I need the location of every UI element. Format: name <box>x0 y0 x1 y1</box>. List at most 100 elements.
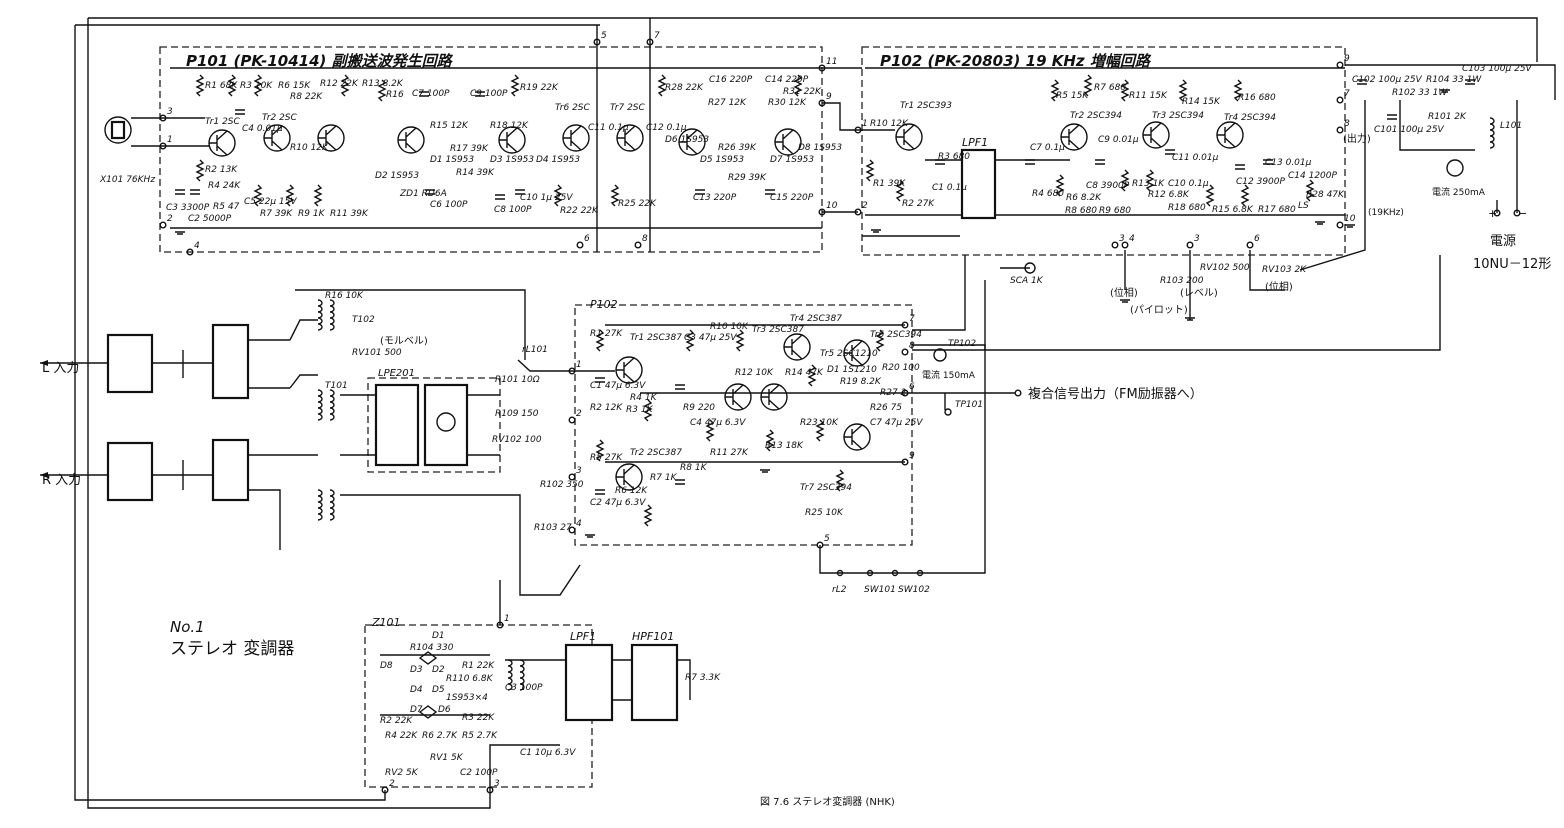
ground-symbol <box>1345 224 1355 228</box>
terminal-number: 1 <box>167 135 173 145</box>
component-label: C13 220P <box>693 193 737 203</box>
transistor-leads <box>209 130 228 156</box>
component-label: C10 0.1μ <box>1168 179 1209 189</box>
component-label: R18 680 <box>1168 203 1206 213</box>
component-label: R9 220 <box>683 403 715 413</box>
ground-symbol <box>1440 89 1450 93</box>
coil-symbol <box>317 489 323 521</box>
transistor-symbol <box>783 333 811 361</box>
power-plus: + <box>1488 207 1497 220</box>
component-label: R5 2.7K <box>462 731 498 741</box>
terminal-number: 3 <box>1119 234 1125 244</box>
terminal-number: 2 <box>576 409 582 419</box>
resistor-symbol <box>195 159 205 182</box>
transistor-leads <box>1061 124 1080 150</box>
p102-amp-box <box>861 46 1346 256</box>
terminal <box>568 526 576 534</box>
component-label: C7 100P <box>412 89 450 99</box>
component-label: C13 0.01μ <box>1265 158 1312 168</box>
r-input-label: R 入力 <box>42 473 81 488</box>
phase-label-1: (位相) <box>1110 286 1138 299</box>
component-label: C16 220P <box>709 75 753 85</box>
component-label: LS <box>1298 201 1309 211</box>
l-input-block <box>106 333 154 394</box>
component-label: R8 680 <box>1065 206 1097 216</box>
component-label: D6 <box>438 705 451 715</box>
component-label: R104 33 1W <box>1426 75 1482 85</box>
component-label: R4 680 <box>1032 189 1064 199</box>
capacitor-symbol <box>675 479 685 485</box>
component-label: R11 15K <box>1129 91 1168 101</box>
switch-contact <box>916 569 924 577</box>
component-label: R6 8.2K <box>1066 193 1102 203</box>
component-symbols <box>40 38 1521 794</box>
wire <box>822 102 858 131</box>
component-label: R102 33 1W <box>1392 88 1448 98</box>
transistor-symbol <box>263 124 291 152</box>
component-label: R10 12K <box>870 119 909 129</box>
capacitor-symbol <box>425 189 435 195</box>
component-label: RV102 500 <box>1200 263 1250 273</box>
component-label: C11 0.01μ <box>1172 153 1219 163</box>
component-label: RV2 5K <box>385 768 419 778</box>
ground-symbol <box>175 231 185 235</box>
component-label: C12 0.1μ <box>646 123 687 133</box>
tp101-jack-icon <box>944 408 952 416</box>
resistor-symbol <box>610 184 620 207</box>
resistor-symbol <box>895 179 905 202</box>
resistor-symbol <box>595 329 605 352</box>
component-label: Tr6 2SC394 <box>870 330 922 340</box>
power-label: 電源 <box>1490 234 1516 249</box>
lpf201-limiter <box>423 383 469 467</box>
component-label: C9 0.01μ <box>1098 135 1139 145</box>
transistor-symbol <box>208 129 236 157</box>
component-label: R109 150 <box>495 409 539 419</box>
transistor-leads <box>499 127 518 153</box>
component-label: C3 100P <box>505 683 543 693</box>
terminal <box>1493 209 1501 217</box>
transistor-leads <box>563 125 582 151</box>
transistor-leads <box>784 334 803 360</box>
coil-symbol <box>329 489 335 521</box>
component-label: R15 12K <box>430 121 469 131</box>
switch-contact <box>866 569 874 577</box>
sca-jack-icon <box>1024 262 1036 274</box>
component-label: D5 1S953 <box>700 155 744 165</box>
transistor-leads <box>398 127 417 153</box>
component-label: D2 <box>432 665 445 675</box>
terminal-number: 6 <box>584 234 590 244</box>
capacitor-symbol <box>1465 79 1475 85</box>
terminal <box>1513 209 1521 217</box>
capacitor-symbol <box>1357 79 1367 85</box>
transistor-symbol <box>774 128 802 156</box>
component-label: Tr7 2SC394 <box>800 483 852 493</box>
transistor-symbol <box>1142 121 1170 149</box>
transistor-symbol <box>843 423 871 451</box>
capacitor-symbol <box>495 194 505 200</box>
terminal <box>186 248 194 256</box>
component-label: R2 13K <box>205 165 238 175</box>
sw102-label: SW102 <box>898 585 930 595</box>
terminal <box>901 321 909 329</box>
component-label: RV101 500 <box>352 348 402 358</box>
z101-title: Z101 <box>371 616 401 629</box>
resistor-symbol <box>1145 169 1155 192</box>
component-label: Tr4 2SC394 <box>1224 113 1276 123</box>
component-label: R11 39K <box>330 209 369 219</box>
component-label: D4 <box>410 685 423 695</box>
capacitor-symbol <box>1387 114 1397 120</box>
component-label: C8 100P <box>494 205 532 215</box>
capacitor-symbol <box>1165 149 1175 155</box>
resistor-symbol <box>643 399 653 422</box>
resistor-symbol <box>807 364 817 387</box>
component-label: R102 350 <box>540 480 584 490</box>
component-label: R6 15K <box>278 81 311 91</box>
resistor-symbol <box>643 504 653 527</box>
component-label: D2 1S953 <box>375 171 419 181</box>
resistor-symbol <box>340 74 350 97</box>
component-label: C7 0.1μ <box>1030 143 1065 153</box>
component-label: C15 220P <box>770 193 814 203</box>
rl101-label: rL101 <box>522 345 548 355</box>
capacitor-symbol <box>175 189 185 195</box>
resistor-symbol <box>835 469 845 492</box>
